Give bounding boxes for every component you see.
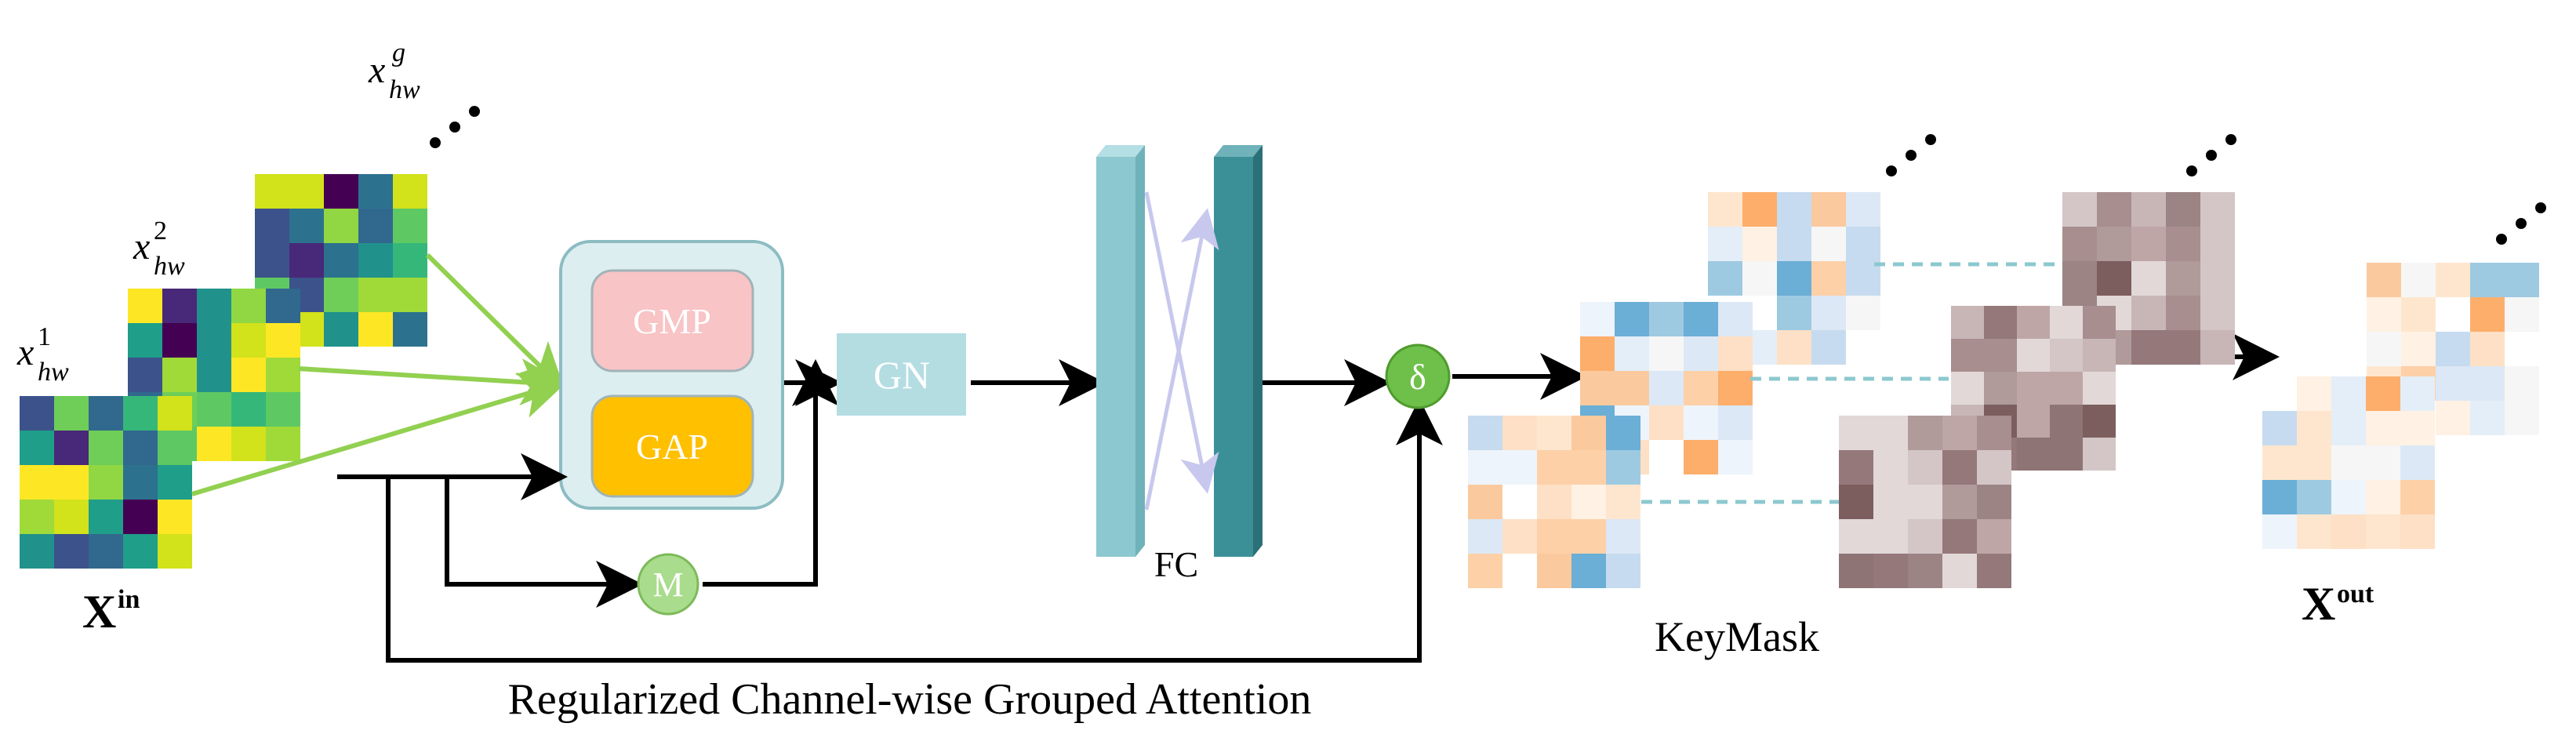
ellipsis-keymask xyxy=(1886,134,2546,245)
ellipsis-input xyxy=(430,106,480,148)
sigmoid-node: δ xyxy=(1385,343,1451,409)
feature-map-1 xyxy=(20,396,192,569)
svg-text:FC: FC xyxy=(1154,544,1198,584)
gn-block: GN xyxy=(837,333,966,416)
svg-text:X: X xyxy=(82,586,116,638)
output-feature-maps xyxy=(2262,263,2539,549)
label-x-in: X in xyxy=(82,585,140,638)
svg-text:M: M xyxy=(652,565,683,604)
label-x-hw-g: x hw g xyxy=(368,38,420,104)
svg-text:GN: GN xyxy=(874,353,930,397)
output-map-front xyxy=(2262,376,2435,549)
connectors xyxy=(337,333,2280,663)
svg-text:in: in xyxy=(118,585,140,614)
dashed-links xyxy=(1641,262,2058,504)
svg-text:hw: hw xyxy=(154,252,185,281)
fc-layers: FC xyxy=(1096,145,1263,584)
svg-text:hw: hw xyxy=(38,358,69,387)
svg-text:x: x xyxy=(16,332,34,373)
svg-text:GMP: GMP xyxy=(633,301,711,341)
gap-block: GAP xyxy=(590,394,754,498)
input-feature-maps xyxy=(20,174,427,569)
svg-text:out: out xyxy=(2337,580,2374,609)
green-arrows xyxy=(191,253,568,496)
mask-front xyxy=(1839,416,2011,588)
svg-text:GAP: GAP xyxy=(636,427,708,467)
output-map-back xyxy=(2367,263,2539,435)
label-x-hw-1: x hw 1 xyxy=(16,322,69,387)
label-x-hw-2: x hw 2 xyxy=(133,216,185,281)
svg-text:δ: δ xyxy=(1409,357,1426,397)
svg-text:g: g xyxy=(392,38,405,67)
gmp-block: GMP xyxy=(590,269,754,372)
svg-text:X: X xyxy=(2302,578,2335,630)
svg-text:x: x xyxy=(133,226,150,267)
svg-text:hw: hw xyxy=(389,75,420,104)
svg-text:2: 2 xyxy=(154,216,167,245)
attention-map-front xyxy=(1468,416,1640,588)
m-node: M xyxy=(637,553,699,616)
mask-back xyxy=(2062,192,2235,365)
keymask-label: KeyMask xyxy=(1655,613,1819,660)
label-x-out: X out xyxy=(2302,578,2374,630)
keymask-maps xyxy=(1468,192,2235,588)
diagram-caption: Regularized Channel-wise Grouped Attenti… xyxy=(508,675,1312,724)
svg-text:1: 1 xyxy=(38,322,51,351)
svg-text:x: x xyxy=(368,49,385,91)
